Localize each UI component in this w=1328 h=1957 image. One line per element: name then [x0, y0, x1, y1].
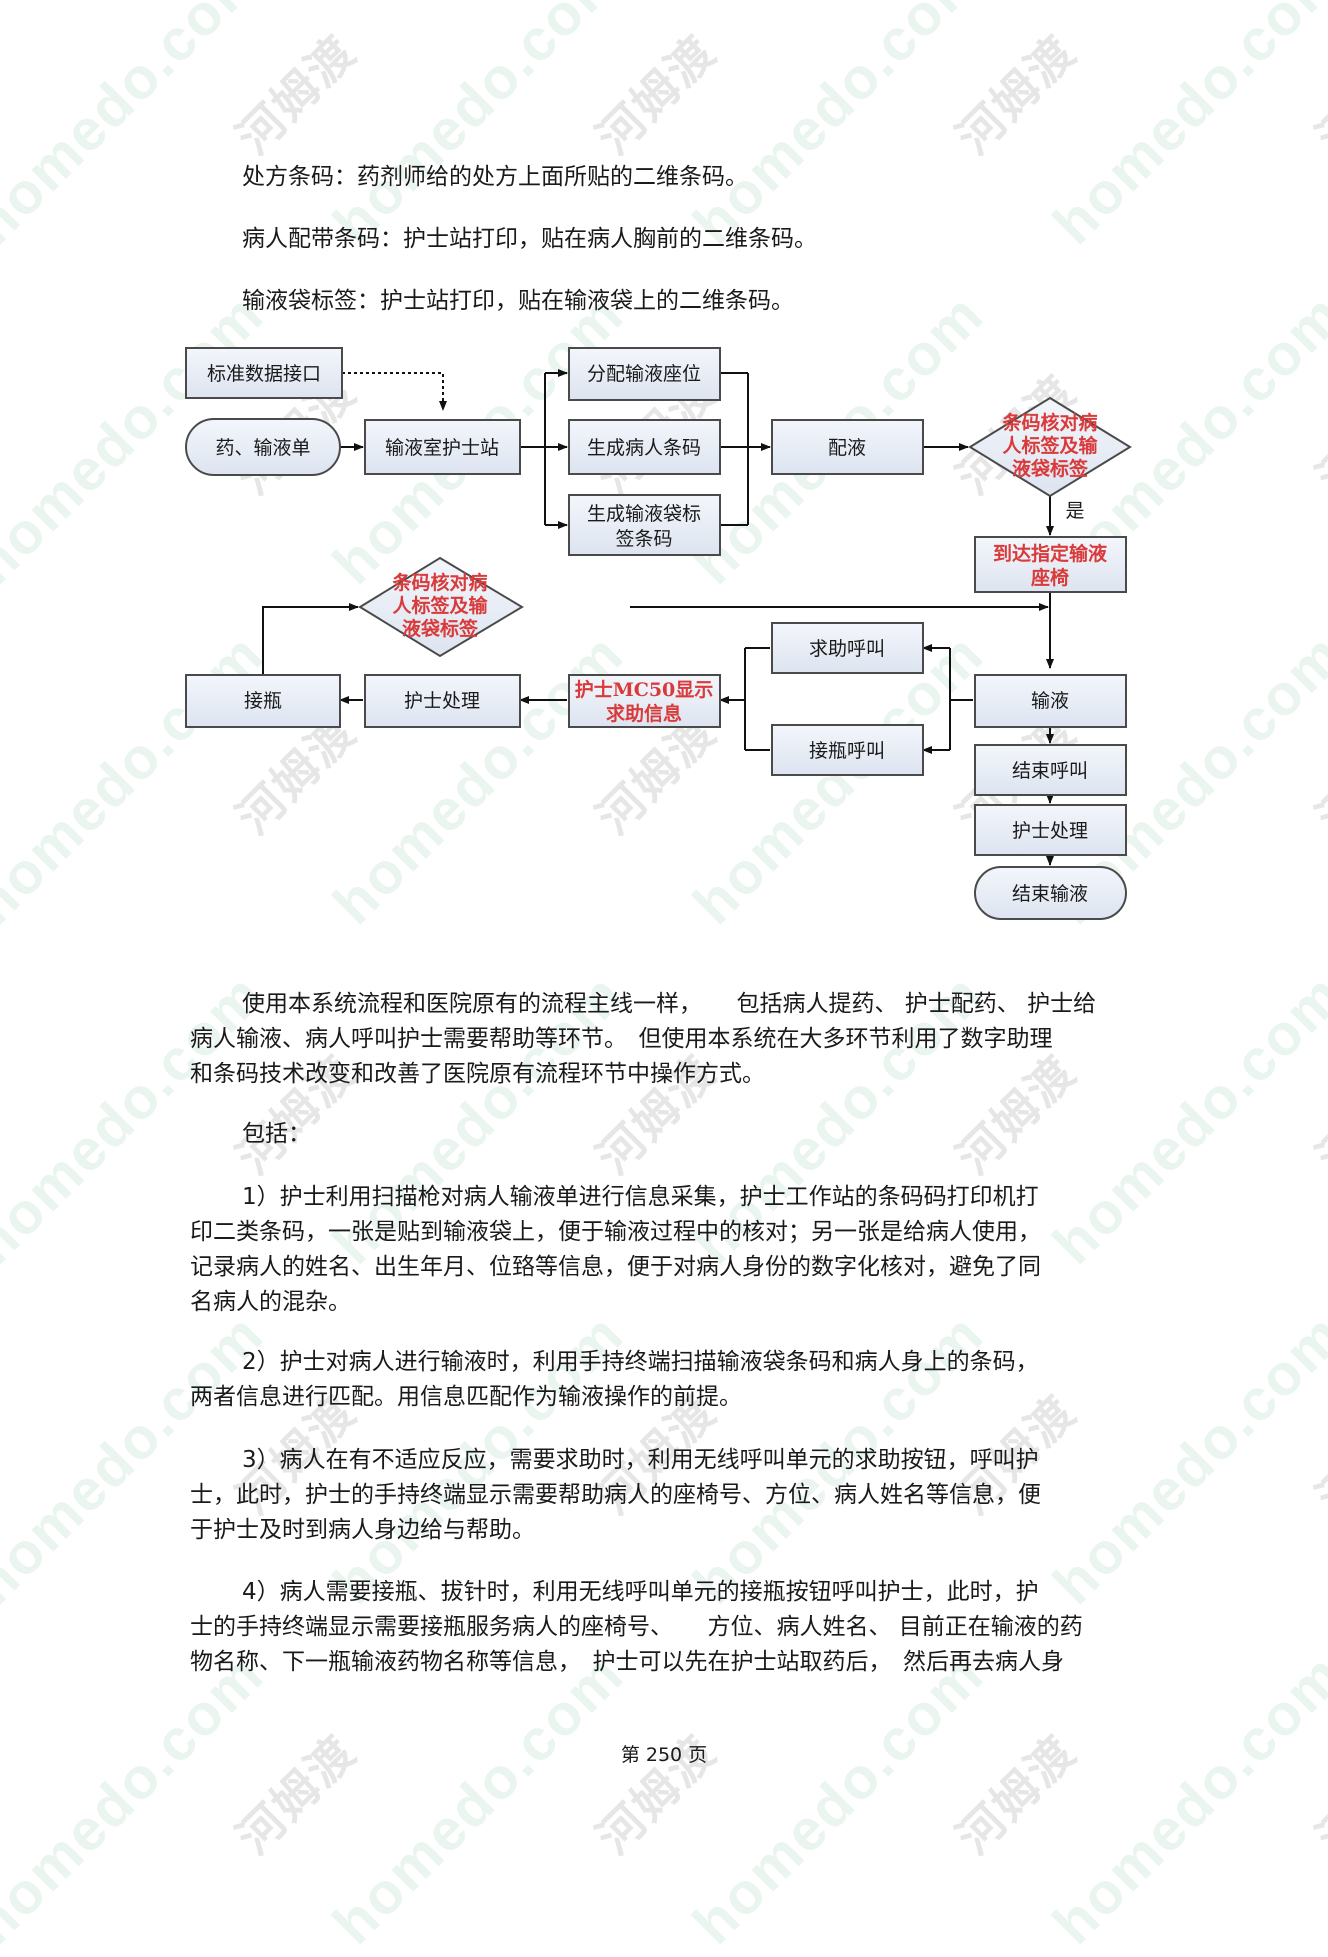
- item-3-line: 3）病人在有不适应反应，需要求助时，利用无线呼叫单元的求助按钮，呼叫护: [242, 1447, 1039, 1473]
- flow-node-box: [974, 536, 1127, 593]
- flow-node-box: [358, 556, 524, 658]
- watermark-site: homedo.com: [320, 0, 637, 257]
- item-3-line: 于护士及时到病人身边给与帮助。: [190, 1517, 535, 1543]
- body-line: 使用本系统流程和医院原有的流程主线一样， 包括病人提药、 护士配药、 护士给: [242, 991, 1097, 1017]
- item-4-line: 4）病人需要接瓶、拔针时，利用无线呼叫单元的接瓶按钮呼叫护士，此时，护: [242, 1579, 1039, 1605]
- flow-node-box: [771, 419, 924, 475]
- item-1-line: 名病人的混杂。: [190, 1289, 351, 1315]
- node-check-2: 条码核对病: [392, 571, 487, 594]
- watermark-brand: 河姆渡: [586, 24, 727, 165]
- definition-line: 处方条码：药剂师给的处方上面所贴的二维条码。: [242, 164, 748, 190]
- flow-node-box: [185, 347, 343, 399]
- node-std-interface: 标准数据接口: [207, 363, 321, 385]
- watermark-site: homedo.com: [1040, 1641, 1328, 1957]
- watermark-brand: 河姆渡: [946, 24, 1087, 165]
- flow-node-box: [771, 724, 924, 776]
- node-bag-code: 生成输液袋标: [587, 503, 701, 525]
- node-assign-seat: 分配输液座位: [587, 363, 701, 385]
- watermark-brand: 河姆渡: [1306, 704, 1328, 845]
- node-bag-code: 签条码: [615, 528, 672, 550]
- node-check-1: 条码核对病: [1002, 411, 1097, 434]
- flow-node-box: [185, 418, 341, 476]
- infusion-flowchart: 标准数据接口 药、输液单 输液室护士站 分配输液座位 生成病人条码 生成输液袋标…: [185, 347, 1132, 920]
- watermark-site: homedo.com: [1040, 0, 1328, 257]
- page-number: 第 250 页: [620, 1744, 708, 1766]
- body-line: 和条码技术改变和改善了医院原有流程环节中操作方式。: [190, 1061, 765, 1087]
- node-rx-start: 药、输液单: [215, 437, 310, 459]
- node-mc50: 护士MC50显示: [575, 678, 714, 701]
- item-4-line: 物名称、下一瓶输液药物名称等信息， 护士可以先在护士站取药后， 然后再去病人身: [190, 1649, 1064, 1675]
- flow-node-box: [968, 396, 1132, 498]
- node-check-2: 人标签及输: [392, 594, 488, 617]
- node-infusion: 输液: [1031, 690, 1069, 712]
- includes-label: 包括：: [242, 1121, 311, 1147]
- watermark-site: homedo.com: [0, 0, 277, 257]
- node-end: 结束输液: [1012, 883, 1088, 905]
- node-nurse-station: 输液室护士站: [385, 437, 499, 459]
- flow-node-box: [771, 622, 924, 674]
- node-help-call: 求助呼叫: [809, 638, 885, 660]
- flow-node-box: [568, 674, 721, 728]
- node-arrive-seat: 座椅: [1031, 566, 1069, 589]
- flow-node-box: [974, 804, 1127, 856]
- watermark-site: homedo.com: [0, 1641, 277, 1957]
- item-1-line: 记录病人的姓名、出生年月、位臵等信息，便于对病人身份的数字化核对，避免了同: [190, 1254, 1041, 1280]
- watermark-brand: 河姆渡: [1306, 24, 1328, 165]
- node-dispense: 配液: [828, 437, 866, 459]
- watermark-site: homedo.com: [680, 0, 997, 257]
- watermark-site: homedo.com: [680, 1641, 997, 1957]
- watermark-site: homedo.com: [0, 1301, 277, 1617]
- node-change-bottle: 接瓶: [244, 690, 282, 712]
- flow-node-box: [568, 419, 721, 475]
- yes-label: 是: [1065, 500, 1084, 522]
- flow-node-box: [185, 674, 341, 728]
- body-line: 病人输液、病人呼叫护士需要帮助等环节。 但使用本系统在大多环节利用了数字助理: [190, 1026, 1053, 1052]
- node-change-call: 接瓶呼叫: [809, 740, 885, 762]
- watermark-brand: 河姆渡: [1306, 1044, 1328, 1185]
- node-check-1: 人标签及输: [1002, 434, 1098, 457]
- flow-node-box: [364, 674, 521, 728]
- definition-line: 输液袋标签：护士站打印，贴在输液袋上的二维条码。: [242, 288, 794, 314]
- watermark-brand: 河姆渡: [226, 24, 367, 165]
- watermark-site: homedo.com: [1040, 1301, 1328, 1617]
- item-1-line: 印二类条码，一张是贴到输液袋上，便于输液过程中的核对；另一张是给病人使用，: [190, 1219, 1041, 1245]
- node-patient-code: 生成病人条码: [587, 437, 701, 459]
- node-mc50: 求助信息: [606, 702, 682, 725]
- flow-node-box: [568, 494, 721, 556]
- item-4-line: 士的手持终端显示需要接瓶服务病人的座椅号、 方位、病人姓名、 目前正在输液的药: [190, 1614, 1083, 1640]
- node-check-2: 液袋标签: [402, 617, 479, 640]
- watermark-brand: 河姆渡: [1306, 1384, 1328, 1525]
- watermark-site: homedo.com: [320, 1641, 637, 1957]
- flow-node-box: [364, 419, 521, 475]
- node-end-call: 结束呼叫: [1012, 760, 1088, 782]
- node-arrive-seat: 到达指定输液: [993, 542, 1108, 565]
- item-2-line: 两者信息进行匹配。用信息匹配作为输液操作的前提。: [190, 1384, 742, 1410]
- flow-node-box: [974, 674, 1127, 728]
- definition-line: 病人配带条码：护士站打印，贴在病人胸前的二维条码。: [242, 226, 817, 252]
- watermark-brand: 河姆渡: [1306, 364, 1328, 505]
- item-1-line: 1）护士利用扫描枪对病人输液单进行信息采集，护士工作站的条码码打印机打: [242, 1184, 1039, 1210]
- item-3-line: 士，此时，护士的手持终端显示需要帮助病人的座椅号、方位、病人姓名等信息，便: [190, 1482, 1041, 1508]
- flow-node-box: [974, 744, 1127, 796]
- watermark-brand: 河姆渡: [946, 1044, 1087, 1185]
- node-check-1: 液袋标签: [1012, 457, 1089, 480]
- node-nurse-handle: 护士处理: [1012, 820, 1088, 842]
- item-2-line: 2）护士对病人进行输液时，利用手持终端扫描输液袋条码和病人身上的条码，: [242, 1349, 1039, 1375]
- node-nurse-handle-left: 护士处理: [404, 690, 480, 712]
- flow-node-box: [974, 866, 1127, 920]
- flow-node-box: [568, 347, 721, 401]
